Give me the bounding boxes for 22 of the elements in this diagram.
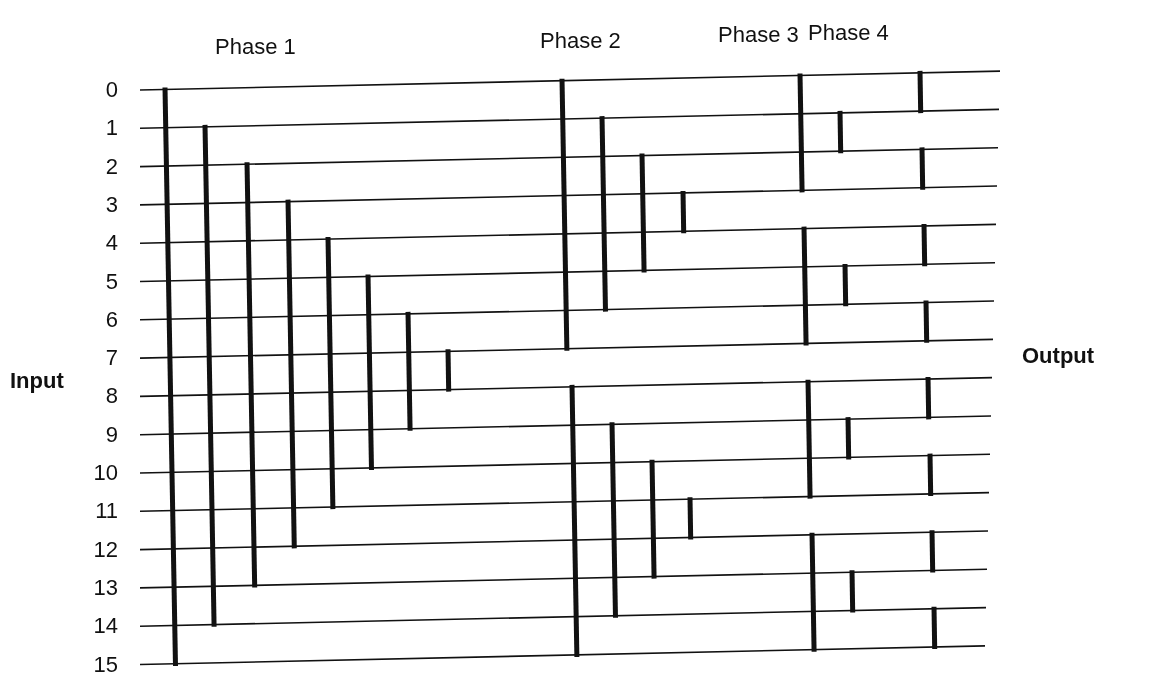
wire-number: 10 (93, 462, 118, 484)
wire-number: 15 (93, 653, 118, 676)
wire-number: 13 (93, 576, 118, 599)
wire-number: 7 (105, 347, 118, 370)
wire-number: 11 (95, 500, 118, 523)
phase-label: Phase 2 (540, 30, 621, 52)
wire-number: 8 (105, 385, 118, 408)
wire-number: 9 (105, 423, 118, 446)
wire-number: 2 (105, 155, 118, 178)
wire-number: 5 (105, 270, 118, 293)
wire-number: 12 (93, 538, 118, 561)
wire-number: 6 (105, 308, 118, 331)
wire-number: 0 (105, 79, 118, 101)
phase-label: Phase 4 (808, 22, 889, 44)
wire-number: 1 (105, 117, 118, 140)
wire-number: 4 (105, 232, 118, 255)
phase-label: Phase 3 (718, 24, 799, 46)
phase-label: Phase 1 (215, 36, 296, 58)
wire-number: 14 (93, 615, 118, 638)
input-label: Input (10, 370, 64, 392)
output-label: Output (1022, 345, 1095, 367)
wire-number: 3 (105, 193, 118, 216)
